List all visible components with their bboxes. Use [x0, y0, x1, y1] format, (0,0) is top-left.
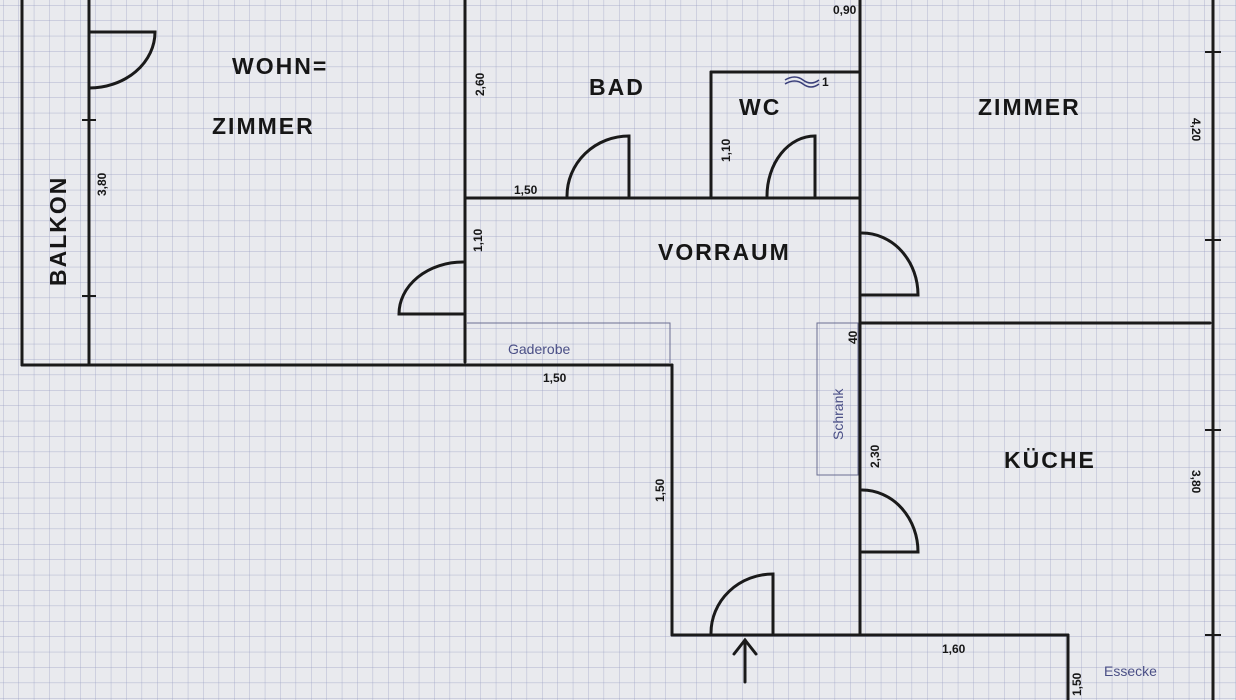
- dim-right-380: 3,80: [1189, 470, 1203, 494]
- room-label-kueche: KÜCHE: [1004, 447, 1096, 473]
- room-label-zimmer: ZIMMER: [978, 94, 1081, 120]
- dim-right-420: 4,20: [1189, 118, 1203, 142]
- dimension-ticks: [82, 51, 1221, 636]
- note-essecke: Essecke: [1104, 663, 1157, 679]
- dim-wohn-380: 3,80: [95, 172, 109, 196]
- note-schrank: Schrank: [830, 388, 846, 440]
- dim-bad-150: 1,50: [514, 183, 538, 197]
- dim-vorraum-110: 1,10: [471, 228, 485, 252]
- notes: Gaderobe Schrank Essecke: [508, 341, 1157, 679]
- note-garderobe: Gaderobe: [508, 341, 570, 357]
- dim-schrank-40: 40: [846, 330, 860, 344]
- dim-corridor-150: 1,50: [653, 478, 667, 502]
- zimmer-door: [860, 231, 920, 297]
- bad-door: [565, 134, 631, 198]
- entrance-door: [709, 572, 775, 635]
- dim-bottom-160: 1,60: [942, 642, 966, 656]
- room-label-wohnzimmer-line2: ZIMMER: [212, 113, 315, 139]
- doors: [87, 30, 920, 635]
- dim-top-090: 0,90: [833, 3, 857, 17]
- wohnzimmer-door: [397, 260, 465, 316]
- wc-door: [765, 134, 817, 198]
- kueche-door: [860, 488, 920, 554]
- dim-bottom-150: 1,50: [1070, 672, 1084, 696]
- room-label-balkon: BALKON: [45, 176, 71, 286]
- room-label-vorraum: VORRAUM: [658, 239, 791, 265]
- wc-scribble: 1: [784, 75, 829, 89]
- entrance-arrow-icon: [732, 637, 758, 684]
- room-labels: WOHN= ZIMMER BAD WC ZIMMER VORRAUM KÜCHE…: [45, 53, 1096, 473]
- dim-kueche-230: 2,30: [868, 444, 882, 468]
- dim-garderobe-150: 1,50: [543, 371, 567, 385]
- room-label-bad: BAD: [589, 74, 645, 100]
- walls: [20, 0, 1215, 700]
- balkon-door: [87, 30, 157, 90]
- dim-wc-110: 1,10: [719, 138, 733, 162]
- dim-bad-260: 2,60: [473, 72, 487, 96]
- dimension-labels: 0,90 2,60 3,80 1,50 1,10 1,10 1,50 1,50 …: [95, 3, 1203, 696]
- wc-scribble-number: 1: [822, 75, 829, 89]
- room-label-wohnzimmer-line1: WOHN=: [232, 53, 328, 79]
- room-label-wc: WC: [739, 94, 781, 120]
- furniture-outlines: [467, 322, 859, 476]
